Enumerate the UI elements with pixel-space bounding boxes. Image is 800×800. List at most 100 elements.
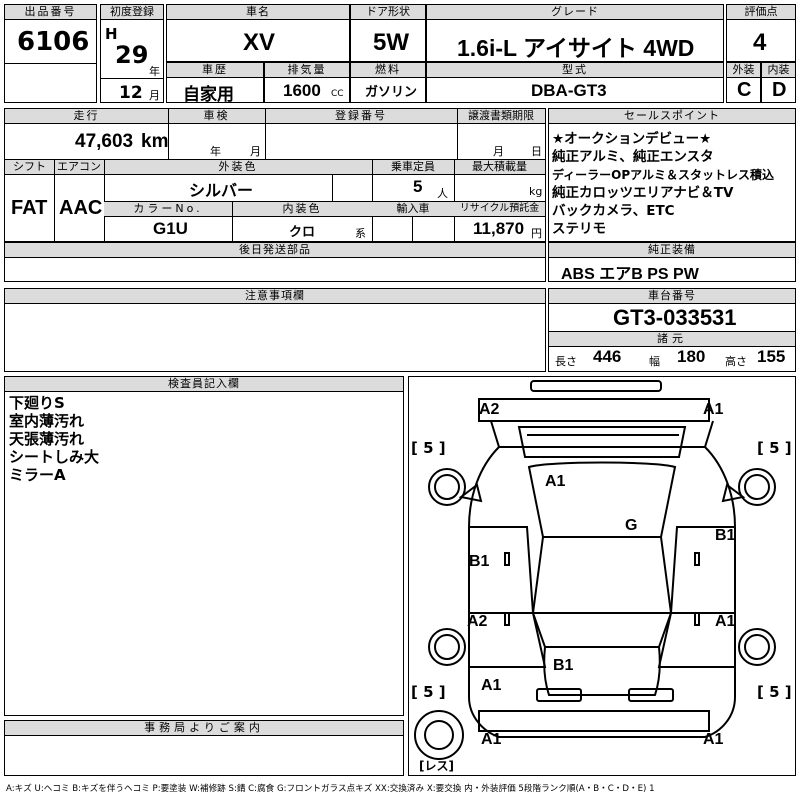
ac-label: エアコン	[54, 160, 104, 175]
first-reg-label: 初度登録	[101, 5, 163, 20]
insp-year-unit: 年	[210, 145, 221, 158]
office-box: 事務局よりご案内	[4, 720, 404, 776]
length: 446	[593, 347, 622, 366]
sales-point-box: セールスポイント ★オークションデビュー★ 純正アルミ、純正エンスタ ディーラー…	[548, 108, 796, 242]
color-no-label: カラーNo.	[104, 202, 232, 217]
office-label: 事務局よりご案内	[5, 721, 403, 736]
tire-spare: [レス]	[419, 759, 454, 773]
height-label: 高さ	[725, 355, 747, 368]
notes-label: 注意事項欄	[5, 289, 545, 304]
chassis-number: GT3-033531	[613, 305, 737, 330]
tire-fr: [ 5 ]	[757, 439, 792, 457]
tire-fl: [ 5 ]	[411, 439, 446, 457]
transfer-label: 譲渡書類期限	[457, 109, 545, 124]
sales-point-line: ★オークションデビュー★	[552, 131, 712, 147]
shift-label: シフト	[5, 160, 54, 175]
mark-trunk: B1	[553, 657, 574, 674]
sales-point-line: 純正カロッツエリアナビ＆TV	[552, 185, 734, 201]
era: H	[105, 25, 118, 43]
color-label: 外装色	[104, 160, 372, 175]
mark-rear-quarter-left: A1	[481, 677, 502, 694]
tire-spare-value: レス	[424, 759, 449, 773]
shift: FAT	[11, 197, 48, 219]
car-outline	[414, 380, 776, 760]
model-label: 型式	[427, 63, 723, 78]
tire-rr: [ 5 ]	[757, 683, 792, 701]
mileage: 47,603	[75, 131, 134, 152]
mark-rear-left: A1	[481, 731, 502, 748]
inspector-line: シートしみ大	[9, 448, 100, 466]
lot-box: 出品番号 6106	[4, 4, 97, 103]
tire-rr-value: 5	[769, 683, 780, 701]
mark-front-left: A2	[479, 401, 500, 418]
score-box: 評価点 4	[726, 4, 796, 62]
later-parts-label: 後日発送部品	[5, 243, 545, 258]
inspection-label: 車検	[168, 109, 265, 124]
fuel-label: 燃料	[351, 63, 425, 78]
fuel-box: 燃料 ガソリン	[350, 62, 426, 103]
sales-point-line: 純正アルミ、純正エンスタ	[552, 149, 714, 165]
first-reg-box: 初度登録 H 29 年 12 月	[100, 4, 164, 103]
insp-month-unit: 月	[250, 145, 261, 158]
history-label: 車歴	[167, 63, 263, 78]
score: 4	[753, 29, 767, 56]
width: 180	[677, 347, 706, 366]
load-unit: kg	[529, 185, 543, 198]
tire-fr-value: 5	[769, 439, 780, 457]
mark-rear-door-left: A2	[467, 613, 488, 630]
mileage-unit: km	[141, 131, 169, 152]
fuel: ガソリン	[365, 85, 418, 100]
genuine-label: 純正装備	[549, 243, 795, 258]
ext-label: 外装	[727, 63, 760, 78]
inspector-label: 検査員記入欄	[5, 377, 403, 392]
grade: 1.6i-L アイサイト 4WD	[457, 35, 695, 61]
grade-label: グレード	[427, 5, 723, 20]
displacement: 1600	[283, 81, 321, 100]
lot-label: 出品番号	[5, 5, 96, 20]
tire-rl: [ 5 ]	[411, 683, 446, 701]
door-box: ドア形状 5W	[350, 4, 426, 62]
car-name-label: 車名	[167, 5, 349, 20]
door-label: ドア形状	[351, 5, 425, 20]
height: 155	[757, 347, 786, 366]
recycle-label: リサイクル預託金	[454, 202, 545, 217]
tire-fl-value: 5	[423, 439, 434, 457]
history: 自家用	[183, 85, 234, 105]
import-label: 輸入車	[372, 202, 454, 217]
mark-front-right: A1	[703, 401, 724, 418]
int-grade: D	[772, 79, 787, 101]
mileage-label: 走行	[5, 109, 168, 124]
dims-label: 諸元	[549, 331, 795, 347]
inspector-list: 下廻りS 室内薄汚れ 天張薄汚れ シートしみ大 ミラーA	[9, 394, 99, 484]
transfer-day-unit: 日	[531, 145, 542, 158]
capacity-label: 乗車定員	[372, 160, 454, 175]
car-name-box: 車名 XV	[166, 4, 350, 62]
width-label: 幅	[649, 355, 660, 368]
reg-year: 29	[115, 41, 149, 69]
chassis-box: 車台番号 GT3-033531 諸元 長さ 446 幅 180 高さ 155	[548, 288, 796, 372]
mark-front-door-left: B1	[469, 553, 490, 570]
door: 5W	[373, 29, 409, 56]
displacement-label: 排気量	[265, 63, 349, 78]
legend: A:キズ U:ヘコミ B:キズを伴うヘコミ P:要塗装 W:補修跡 S:錆 C:…	[6, 784, 655, 794]
later-parts-box: 後日発送部品	[4, 242, 546, 282]
genuine-box: 純正装備 ABS エアB PS PW	[548, 242, 796, 283]
recycle-unit: 円	[531, 227, 542, 240]
reg-month: 12	[119, 83, 143, 103]
int-box: 内装 D	[761, 62, 796, 103]
ext-grade: C	[737, 79, 752, 101]
sales-point-line: バックカメラ、ETC	[552, 203, 675, 219]
history-box: 車歴 自家用	[166, 62, 264, 105]
inspector-line: ミラーA	[9, 466, 66, 484]
mark-rear-door-right: A1	[715, 613, 736, 630]
capacity-unit: 人	[437, 187, 448, 200]
model-box: 型式 DBA-GT3	[426, 62, 724, 103]
mark-front-door-right: B1	[715, 527, 736, 544]
sales-point-label: セールスポイント	[549, 109, 795, 124]
transfer-month-unit: 月	[493, 145, 504, 158]
score-label: 評価点	[727, 5, 795, 20]
mark-hood: A1	[545, 473, 566, 490]
inspector-line: 室内薄汚れ	[9, 412, 85, 430]
recycle: 11,870	[473, 219, 525, 238]
int-label: 内装	[762, 63, 795, 78]
